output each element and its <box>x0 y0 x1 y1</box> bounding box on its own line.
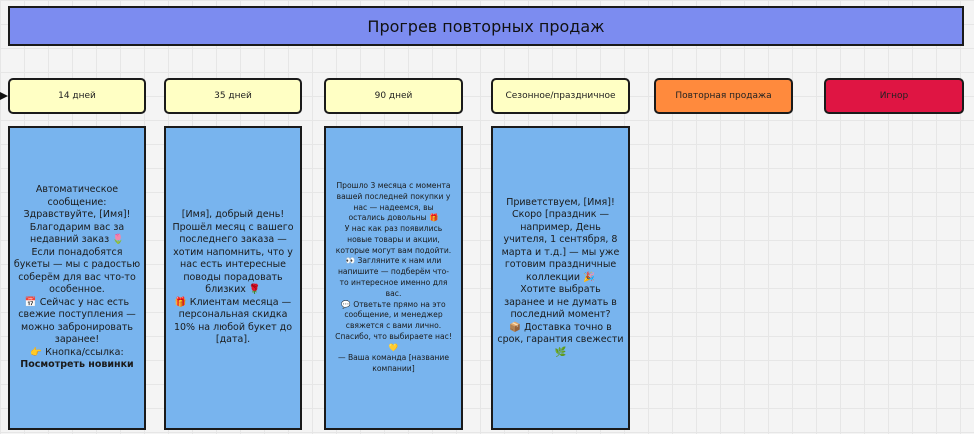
stage-label: 90 дней <box>374 91 413 101</box>
message-text: Прошло 3 месяца с момента вашей последне… <box>335 180 452 374</box>
stage-label: Повторная продажа <box>675 91 772 101</box>
stage-repeat-sale[interactable]: Повторная продажа <box>654 78 793 114</box>
cta-label: Посмотреть новинки <box>20 359 134 371</box>
message-card-90-days[interactable]: Прошло 3 месяца с момента вашей последне… <box>324 126 463 430</box>
arrow-head-icon <box>0 92 8 100</box>
stage-35-days[interactable]: 35 дней <box>164 78 302 114</box>
stage-label: Сезонное/праздничное <box>505 91 616 101</box>
stage-ignore[interactable]: Игнор <box>824 78 964 114</box>
stage-90-days[interactable]: 90 дней <box>324 78 463 114</box>
message-card-35-days[interactable]: [Имя], добрый день! Прошёл месяц с вашег… <box>164 126 302 430</box>
stage-label: 14 дней <box>58 91 96 101</box>
diagram-title: Прогрев повторных продаж <box>8 6 964 46</box>
message-text: [Имя], добрый день! Прошёл месяц с вашег… <box>172 209 294 346</box>
stage-seasonal[interactable]: Сезонное/праздничное <box>491 78 630 114</box>
message-text: Приветствуем, [Имя]! Скоро [праздник — н… <box>497 196 624 358</box>
stage-14-days[interactable]: 14 дней <box>8 78 146 114</box>
stage-label: 35 дней <box>214 91 252 101</box>
stage-label: Игнор <box>879 91 909 101</box>
message-card-14-days[interactable]: Автоматическое сообщение: Здравствуйте, … <box>8 126 146 430</box>
message-card-seasonal[interactable]: Приветствуем, [Имя]! Скоро [праздник — н… <box>491 126 630 430</box>
message-text: Автоматическое сообщение: Здравствуйте, … <box>13 184 141 358</box>
